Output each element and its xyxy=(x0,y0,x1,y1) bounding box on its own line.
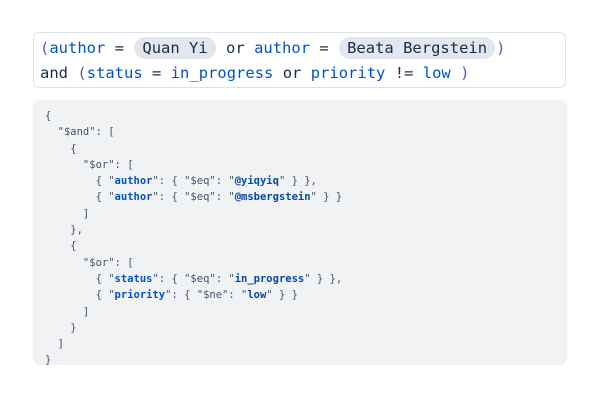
keyword-and: and xyxy=(40,64,68,82)
field-status[interactable]: status xyxy=(86,64,143,82)
field-author[interactable]: author xyxy=(49,39,106,57)
value-low[interactable]: low xyxy=(422,64,451,82)
code-line: { xyxy=(45,110,52,122)
close-paren: ) xyxy=(460,64,470,82)
code-line: } xyxy=(45,321,77,334)
query-editor[interactable]: (author = Quan Yi or author = Beata Berg… xyxy=(33,32,566,88)
value-chip-beata-bergstein[interactable]: Beata Bergstein xyxy=(339,37,496,59)
operator-equals: = xyxy=(319,39,329,57)
operator-not-equals: != xyxy=(394,64,414,82)
code-line: ] xyxy=(45,207,90,220)
query-line-1: (author = Quan Yi or author = Beata Berg… xyxy=(40,36,565,61)
open-paren: ( xyxy=(40,39,50,57)
code-line: { "author": { "$eq": "@yiqyiq" } }, xyxy=(45,175,317,188)
code-line: { "status": { "$eq": "in_progress" } }, xyxy=(45,272,343,285)
field-priority[interactable]: priority xyxy=(310,64,386,82)
code-line: { xyxy=(45,240,77,253)
code-line: { xyxy=(45,142,77,155)
value-in-progress[interactable]: in_progress xyxy=(170,64,274,82)
operator-equals: = xyxy=(152,64,162,82)
field-author[interactable]: author xyxy=(254,39,311,57)
keyword-or: or xyxy=(226,39,245,57)
code-line: } xyxy=(45,354,52,367)
code-line: { "priority": { "$ne": "low" } } xyxy=(45,289,298,302)
code-line: "$or": [ xyxy=(45,158,134,171)
code-line: "$and": [ xyxy=(45,126,115,139)
code-line: }, xyxy=(45,224,83,237)
code-line: "$or": [ xyxy=(45,256,134,269)
query-line-2: and (status = in_progress or priority !=… xyxy=(40,61,565,86)
json-output-block: { "$and": [ { "$or": [ { "author": { "$e… xyxy=(33,100,567,367)
operator-equals: = xyxy=(114,39,125,57)
code-line: { "author": { "$eq": "@msbergstein" } } xyxy=(45,191,343,204)
open-paren: ( xyxy=(77,64,87,82)
keyword-or: or xyxy=(282,64,302,82)
code-line: ] xyxy=(45,338,64,351)
value-chip-quan-yi[interactable]: Quan Yi xyxy=(134,37,216,59)
close-paren: ) xyxy=(496,39,506,57)
code-line: ] xyxy=(45,305,90,318)
